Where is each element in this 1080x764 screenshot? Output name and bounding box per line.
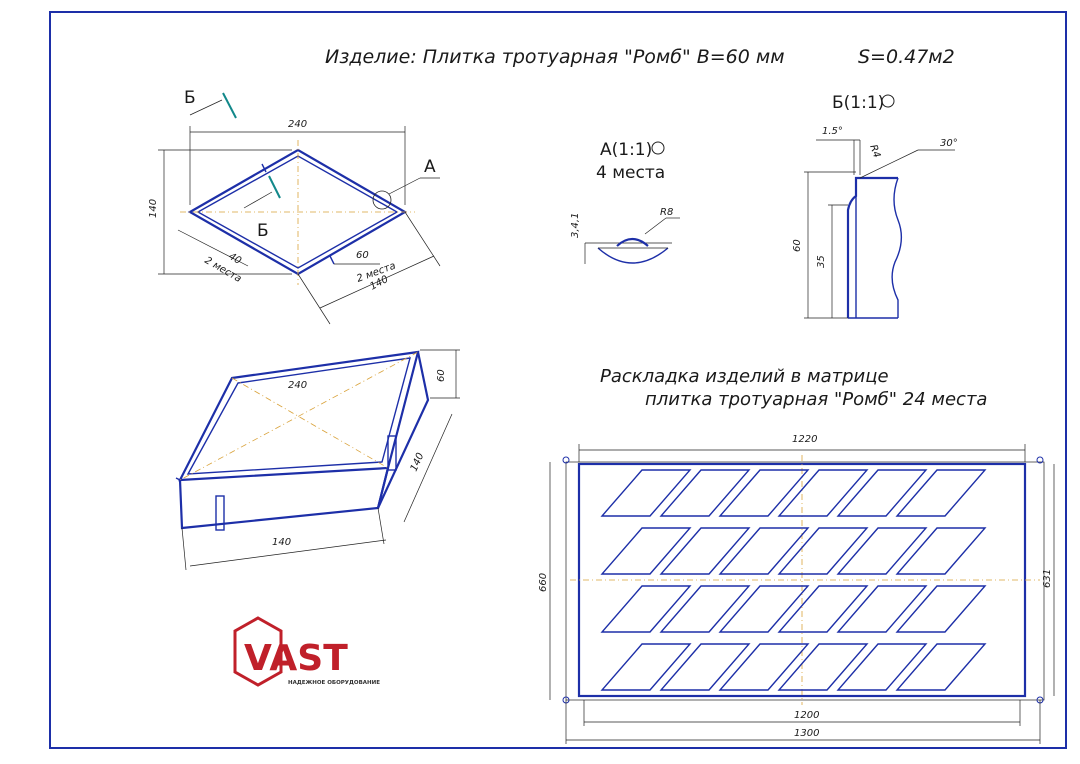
detail-b-h1: 60 (792, 239, 803, 252)
detail-a-radius: R8 (660, 207, 673, 218)
matrix-tile (895, 585, 987, 633)
dim-width: 240 (288, 119, 307, 130)
matrix-tile (659, 585, 751, 633)
detail-b: Б(1:1) 60 35 1.5° R4 30° (792, 93, 958, 319)
dim-matrix-left: 660 (538, 573, 549, 592)
matrix-tile (777, 643, 869, 691)
matrix-tile (659, 643, 751, 691)
matrix-tile (777, 469, 869, 517)
sheet-border (49, 11, 1067, 749)
matrix-tile (895, 643, 987, 691)
detail-a-title: A(1:1) (600, 140, 652, 160)
section-mark-b: Б (184, 88, 196, 108)
dim-notch: 60 (356, 250, 369, 261)
matrix-tile (600, 585, 692, 633)
matrix-tile (600, 469, 692, 517)
drawing-title: Изделие: Плитка тротуарная "Ромб" В=60 м… (325, 46, 785, 68)
matrix-tile (718, 585, 810, 633)
detail-a: A(1:1) 4 места R8 3,4,1 (570, 140, 680, 264)
matrix-tile (895, 469, 987, 517)
logo-tagline: НАДЕЖНОЕ ОБОРУДОВАНИЕ (288, 680, 380, 686)
detail-b-angle: 30° (940, 138, 958, 149)
matrix-tile (659, 527, 751, 575)
dim-corner: 40 (227, 251, 244, 267)
matrix-layout: 1220 660 631 1200 1300 (538, 434, 1055, 744)
matrix-tile (836, 643, 928, 691)
matrix-tile (895, 527, 987, 575)
main-view: A 240 140 40 2 места 60 2 места 140 Б Б (148, 88, 441, 325)
iso-dim-side: 140 (409, 451, 427, 473)
matrix-tile (836, 469, 928, 517)
matrix-tile (836, 527, 928, 575)
vast-logo: VAST НАДЕЖНОЕ ОБОРУДОВАНИЕ (233, 616, 380, 687)
inner-mark-b: Б (257, 221, 269, 241)
matrix-tile (777, 585, 869, 633)
matrix-tile (600, 527, 692, 575)
detail-b-d2: R4 (867, 143, 882, 159)
dim-matrix-bottom-outer: 1300 (794, 728, 819, 739)
detail-b-title: Б(1:1) (832, 93, 884, 113)
detail-a-mark: A (424, 157, 436, 177)
dim-matrix-top: 1220 (792, 434, 817, 445)
dim-height: 140 (148, 199, 159, 218)
detail-b-h2: 35 (816, 255, 827, 268)
matrix-tile (718, 527, 810, 575)
detail-a-circle (372, 190, 392, 210)
layout-title-2: плитка тротуарная "Ромб" 24 места (645, 389, 987, 410)
detail-a-height: 3,4,1 (570, 213, 581, 238)
matrix-tile (659, 469, 751, 517)
matrix-tile (718, 469, 810, 517)
matrix-tile (718, 643, 810, 691)
matrix-tile (836, 585, 928, 633)
matrix-tile (777, 527, 869, 575)
iso-dim-height: 60 (436, 369, 447, 382)
detail-b-d1: 1.5° (822, 126, 843, 137)
dim-matrix-right: 631 (1042, 569, 1053, 588)
matrix-tile (600, 643, 692, 691)
iso-dim-bottom: 140 (272, 537, 291, 548)
logo-name: VAST (244, 638, 348, 679)
area-label: S=0.47м2 (858, 46, 955, 68)
detail-a-count: 4 места (596, 163, 665, 183)
dim-matrix-bottom-inner: 1200 (794, 710, 819, 721)
layout-title-1: Раскладка изделий в матрице (600, 366, 889, 387)
iso-dim-width: 240 (288, 380, 307, 391)
iso-view: 240 60 140 140 (175, 349, 460, 571)
